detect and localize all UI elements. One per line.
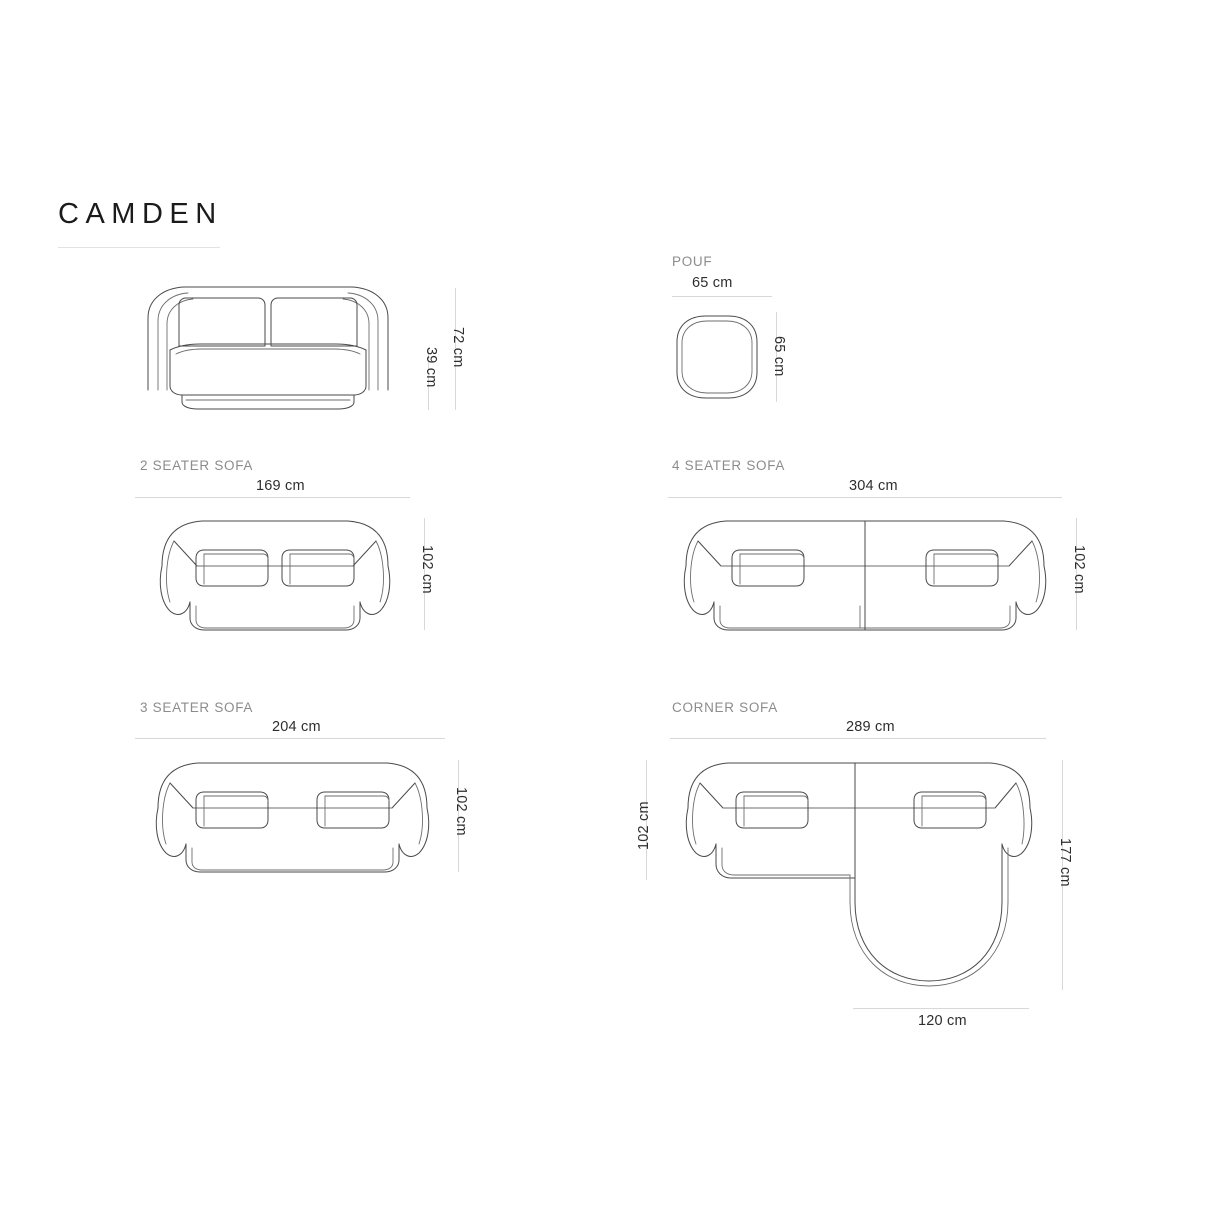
corner-sofa-depth-right-label: 177 cm <box>1057 838 1073 887</box>
sofa-4-seater-caption: 4 SEATER SOFA <box>672 458 786 473</box>
front-view-height-total-label: 72 cm <box>450 327 466 368</box>
sofa-2-seater-drawing <box>140 510 410 635</box>
corner-sofa-caption: CORNER SOFA <box>672 700 778 715</box>
corner-sofa-width-label: 289 cm <box>846 719 895 735</box>
sofa-3-seater-depth-label: 102 cm <box>453 787 469 836</box>
sofa-4-seater-width-label: 304 cm <box>849 478 898 494</box>
corner-sofa-depth-left-label: 102 cm <box>636 801 652 850</box>
pouf-depth-label: 65 cm <box>771 336 787 377</box>
sofa-2-seater-depth-label: 102 cm <box>419 545 435 594</box>
page-title: CAMDEN <box>58 198 223 230</box>
sofa-4-seater-drawing <box>672 510 1058 635</box>
front-view-height-seat-label: 39 cm <box>423 347 439 388</box>
corner-sofa-depth-left-line <box>646 760 647 880</box>
pouf-depth-line <box>776 312 777 402</box>
sofa-3-seater-depth-line <box>458 760 459 872</box>
title-divider <box>58 247 220 248</box>
corner-sofa-chaise-width-line <box>853 1008 1029 1009</box>
sofa-4-seater-depth-label: 102 cm <box>1071 545 1087 594</box>
corner-sofa-width-line <box>670 738 1046 739</box>
corner-sofa-depth-right-line <box>1062 760 1063 990</box>
sofa-3-seater-caption: 3 SEATER SOFA <box>140 700 254 715</box>
sofa-2-seater-width-label: 169 cm <box>256 478 305 494</box>
sofa-3-seater-width-label: 204 cm <box>272 719 321 735</box>
sofa-3-seater-drawing <box>140 752 445 877</box>
sofa-2-seater-depth-line <box>424 518 425 630</box>
sofa-2-seater-width-line <box>135 497 410 498</box>
sofa-4-seater-depth-line <box>1076 518 1077 630</box>
front-view-height-seat-line <box>428 348 429 410</box>
sofa-2-seater-caption: 2 SEATER SOFA <box>140 458 254 473</box>
sofa-4-seater-width-line <box>668 497 1062 498</box>
corner-sofa-chaise-width-label: 120 cm <box>918 1013 967 1029</box>
front-view-height-total-line <box>455 288 456 410</box>
pouf-width-line <box>672 296 772 297</box>
pouf-drawing <box>672 312 762 402</box>
pouf-width-label: 65 cm <box>692 275 733 291</box>
pouf-caption: POUF <box>672 254 713 269</box>
title-block: CAMDEN <box>58 200 258 248</box>
corner-sofa-drawing <box>672 752 1052 992</box>
sofa-3-seater-width-line <box>135 738 445 739</box>
front-view-drawing <box>118 278 418 413</box>
